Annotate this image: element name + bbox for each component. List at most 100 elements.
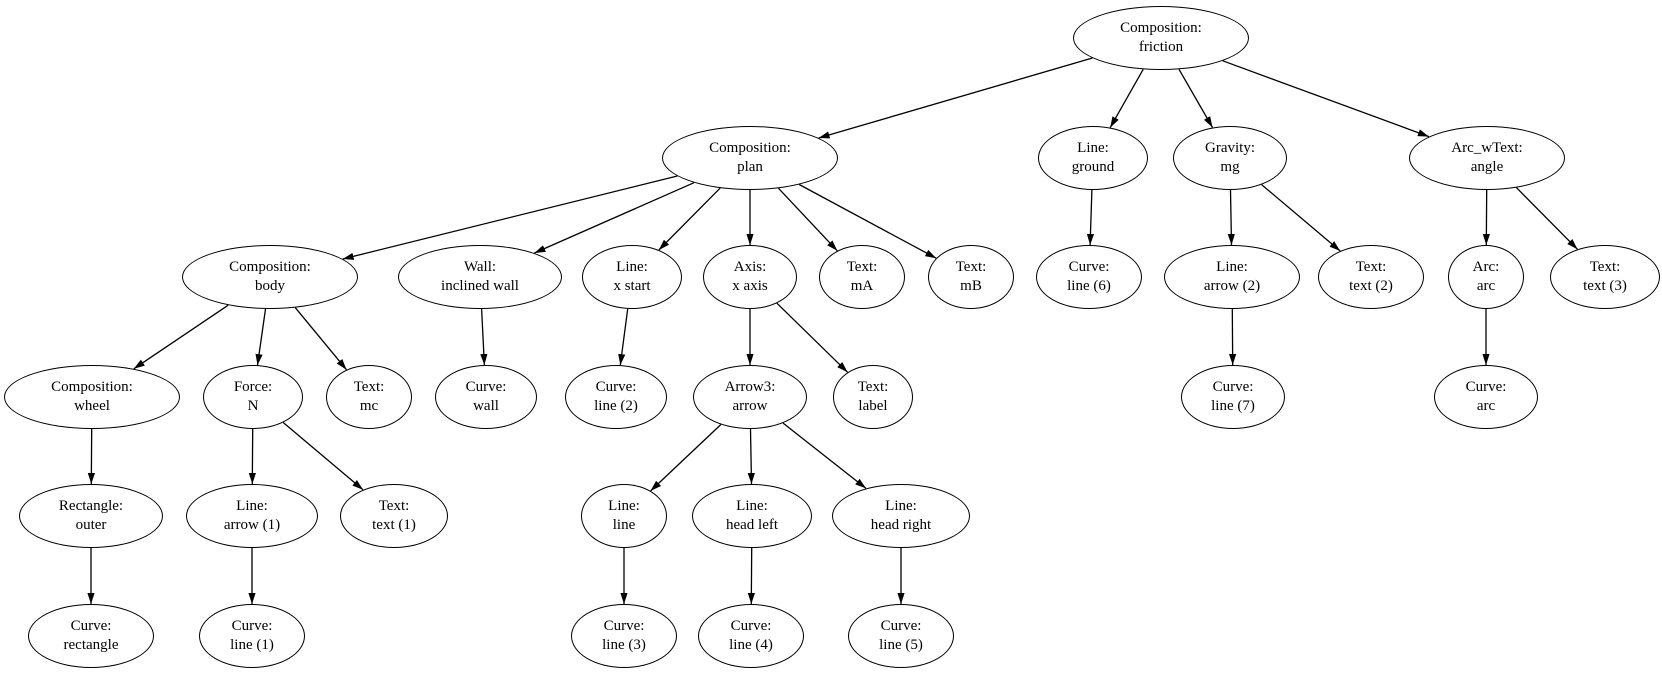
node-label-line1: Curve: (231, 618, 273, 634)
node-label-line1: Axis: (733, 259, 767, 275)
node-label-line1: Wall: (463, 259, 497, 275)
node-label-line2: line (5) (879, 637, 923, 653)
node-composition-wheel: Composition: wheel (4, 365, 180, 429)
node-label-line1: Arc: (1472, 259, 1500, 275)
node-label-line1: Line: (736, 498, 768, 514)
node-line-arrow-2: Line: arrow (2) (1164, 245, 1300, 309)
edge-composition_plan-to-wall_inclined_wall (534, 182, 695, 254)
node-label-line2: friction (1138, 39, 1184, 55)
node-label-line2: mc (359, 398, 379, 414)
node-label-line2: ground (1071, 159, 1115, 175)
node-arrow3-arrow: Arrow3: arrow (693, 365, 807, 429)
node-label-line2: text (2) (1349, 278, 1393, 294)
node-label-line2: line (3) (602, 637, 646, 653)
node-label-line1: Line: (616, 259, 648, 275)
node-label-line1: Text: (846, 259, 878, 275)
node-label-line1: Arrow3: (724, 379, 776, 395)
edge-composition_body-to-text_mc (294, 307, 348, 371)
node-line-head-right: Line: head right (832, 484, 970, 548)
node-label-line1: Line: (236, 498, 268, 514)
node-label-line1: Text: (857, 379, 889, 395)
node-text-text-2: Text: text (2) (1318, 245, 1424, 309)
node-rectangle-outer: Rectangle: outer (19, 484, 163, 548)
node-line-ground: Line: ground (1038, 126, 1148, 190)
node-line-head-left: Line: head left (692, 484, 812, 548)
node-curve-arc: Curve: arc (1434, 365, 1538, 429)
node-label-line2: N (247, 398, 259, 414)
node-label-line2: mg (1220, 159, 1240, 175)
node-label-line2: arrow (732, 398, 768, 414)
node-label-line2: arrow (2) (1203, 278, 1261, 294)
node-label-line2: line (1) (230, 637, 274, 653)
node-label-line1: Arc_wText: (1451, 140, 1523, 156)
edge-axis_x_axis-to-text_label (776, 302, 849, 373)
node-label-line2: line (2) (594, 398, 638, 414)
node-label-line1: Composition: (51, 379, 133, 395)
node-curve-line-3: Curve: line (3) (571, 604, 677, 668)
edge-gravity_mg-to-text_text_2 (1261, 184, 1341, 252)
edge-composition_plan-to-text_ma (778, 187, 838, 252)
node-label-line1: Curve: (1212, 379, 1254, 395)
node-text-label: Text: label (833, 365, 913, 429)
edge-composition_friction-to-gravity_mg (1178, 68, 1214, 128)
node-curve-wall: Curve: wall (435, 365, 537, 429)
node-text-text-1: Text: text (1) (340, 484, 448, 548)
node-label-line2: rectangle (63, 637, 119, 653)
node-curve-line-6: Curve: line (6) (1036, 245, 1142, 309)
edge-composition_friction-to-composition_plan (818, 57, 1093, 139)
node-label-line2: x axis (732, 278, 768, 294)
edge-line_ground-to-curve_line_6 (1086, 189, 1095, 246)
node-arc-wtext-angle: Arc_wText: angle (1409, 126, 1565, 190)
node-label-line1: Text: (1589, 259, 1621, 275)
edge-composition_body-to-composition_wheel (133, 304, 229, 370)
edge-arc_wtext_angle-to-text_text_3 (1515, 187, 1578, 250)
node-label-line1: Text: (353, 379, 385, 395)
node-label-line2: line (612, 517, 636, 533)
node-wall-inclined-wall: Wall: inclined wall (398, 245, 562, 309)
node-curve-line-5: Curve: line (5) (848, 604, 954, 668)
node-label-line1: Text: (378, 498, 410, 514)
node-label-line1: Curve: (880, 618, 922, 634)
node-text-mb: Text: mB (928, 245, 1014, 309)
node-label-line1: Curve: (1068, 259, 1110, 275)
node-label-line1: Curve: (603, 618, 645, 634)
node-curve-line-4: Curve: line (4) (698, 604, 804, 668)
node-label-line2: head left (725, 517, 779, 533)
edge-composition_friction-to-line_ground (1109, 68, 1144, 128)
node-line-line: Line: line (581, 484, 667, 548)
node-label-line1: Composition: (229, 259, 311, 275)
edge-force_n-to-text_text_1 (282, 422, 364, 491)
edge-composition_plan-to-line_x_start (658, 187, 721, 251)
node-label-line2: label (858, 398, 888, 414)
node-label-line2: arrow (1) (223, 517, 281, 533)
node-label-line1: Curve: (1465, 379, 1507, 395)
node-text-mc: Text: mc (326, 365, 412, 429)
node-curve-line-7: Curve: line (7) (1181, 365, 1285, 429)
node-label-line1: Curve: (730, 618, 772, 634)
node-composition-body: Composition: body (182, 245, 358, 309)
edge-arrow3_arrow-to-line_head_left (747, 428, 755, 485)
edge-arrow3_arrow-to-line_line (650, 424, 722, 492)
node-label-line2: text (3) (1583, 278, 1627, 294)
node-axis-x-axis: Axis: x axis (703, 245, 797, 309)
node-text-text-3: Text: text (3) (1550, 245, 1660, 309)
node-label-line2: angle (1470, 159, 1504, 175)
node-label-line1: Force: (233, 379, 273, 395)
edge-composition_body-to-force_n (255, 308, 267, 366)
node-label-line2: text (1) (372, 517, 416, 533)
node-curve-line-1: Curve: line (1) (199, 604, 305, 668)
node-text-ma: Text: mA (819, 245, 905, 309)
node-label-line1: Composition: (709, 140, 791, 156)
node-label-line1: Curve: (465, 379, 507, 395)
node-label-line1: Line: (885, 498, 917, 514)
node-label-line1: Text: (1355, 259, 1387, 275)
node-label-line1: Rectangle: (58, 498, 124, 514)
node-force-n: Force: N (203, 365, 303, 429)
edge-composition_plan-to-composition_body (342, 175, 678, 260)
node-label-line1: Curve: (595, 379, 637, 395)
node-label-line1: Text: (955, 259, 987, 275)
node-label-line2: wheel (74, 398, 110, 414)
edge-line_x_start-to-curve_line_2 (618, 308, 629, 366)
edge-composition_plan-to-text_mb (798, 183, 937, 259)
